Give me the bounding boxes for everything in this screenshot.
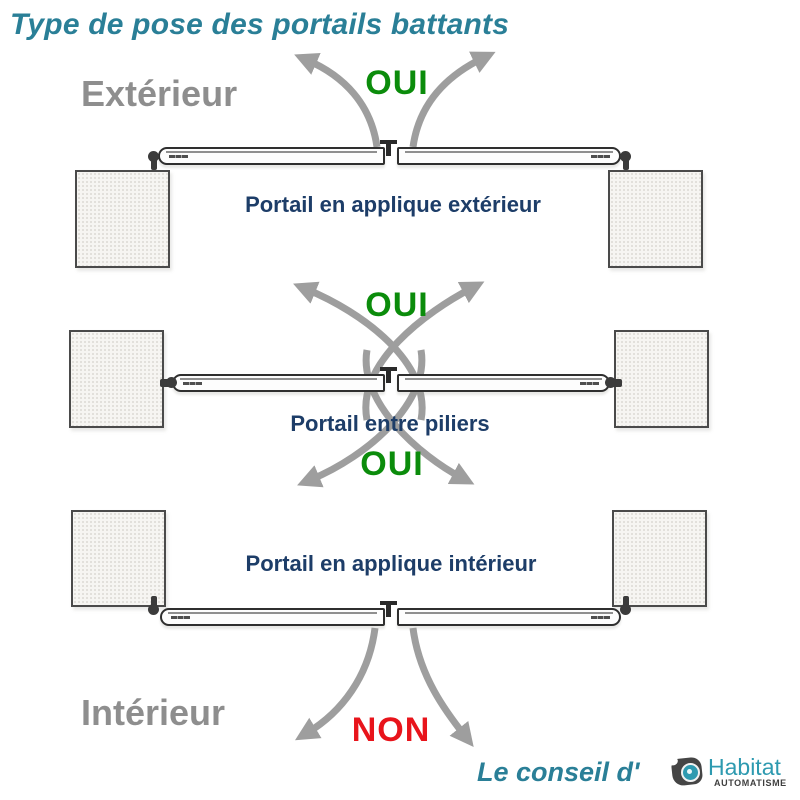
gate-hinge-left: [160, 377, 177, 388]
answer-oui-2: OUI: [365, 286, 429, 324]
brand-name: Habitat: [708, 754, 781, 780]
gate-hinge-right: [605, 377, 622, 388]
logo-lens-icon: [681, 763, 700, 782]
gate-leaf-left: [158, 147, 385, 165]
answer-non: NON: [351, 711, 431, 749]
brand-subtitle: AUTOMATISME: [714, 778, 787, 788]
diagram-caption: Portail en applique extérieur: [245, 192, 541, 217]
pillar-left: [69, 330, 164, 428]
gate-latch: [380, 367, 397, 383]
answer-oui-1: OUI: [365, 64, 429, 102]
gate-latch: [380, 601, 397, 617]
gate-hinge-right: [620, 151, 631, 170]
pillar-right: [612, 510, 707, 607]
footer-lead: Le conseil d': [477, 757, 640, 787]
gate-leaf-right: [397, 608, 621, 626]
gate-latch: [380, 140, 397, 156]
answer-oui-3: OUI: [360, 445, 424, 483]
pillar-left: [75, 170, 170, 268]
gate-leaf-left: [172, 374, 385, 392]
zone-label-interior: Intérieur: [81, 692, 226, 733]
pillar-right: [614, 330, 709, 428]
gate-hinge-right: [620, 596, 631, 615]
gate-leaf-left: [160, 608, 385, 626]
diagram-caption: Portail entre piliers: [290, 411, 490, 436]
zone-label-exterior: Extérieur: [81, 73, 238, 114]
gate-leaf-right: [397, 147, 621, 165]
pillar-right: [608, 170, 703, 268]
gate-hinge-left: [148, 596, 159, 615]
pillar-left: [71, 510, 166, 607]
page-title: Type de pose des portails battants: [10, 8, 510, 41]
gate-hinge-left: [148, 151, 159, 170]
gate-leaf-right: [397, 374, 610, 392]
habitat-automatisme-logo: Habitat AUTOMATISME: [670, 752, 792, 796]
diagram-caption: Portail en applique intérieur: [245, 551, 537, 576]
